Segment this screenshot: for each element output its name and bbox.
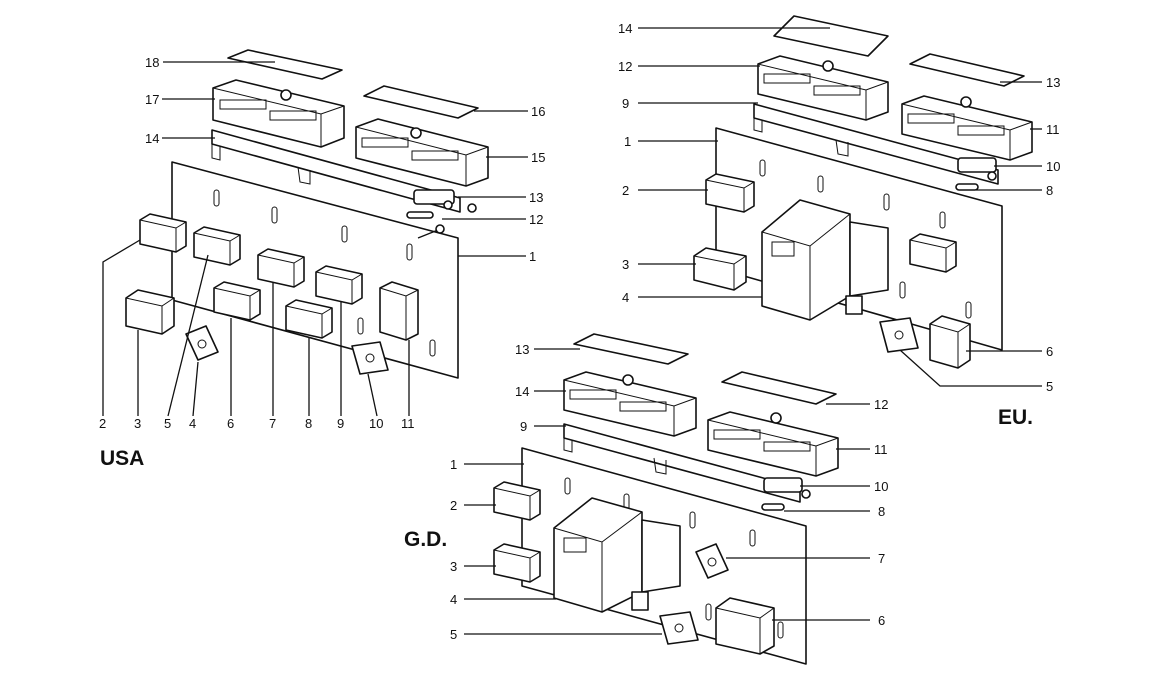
eu-callout-9: 9 [622,96,629,111]
eu-callout-6: 6 [1046,344,1053,359]
eu-fittings [955,157,997,191]
usa-callout-10: 10 [369,416,383,431]
eu-callout-5: 5 [1046,379,1053,394]
gd-callout-11: 11 [874,442,888,457]
usa-fittings [406,189,477,239]
eu-relays [693,173,971,369]
gd-relays [493,481,775,655]
usa-callout-18: 18 [145,55,159,70]
usa-callouts: 18 17 14 16 15 13 12 1 2 3 5 4 6 7 8 9 1… [99,55,545,431]
eu-callout-2: 2 [622,183,629,198]
gd-bracket [563,423,801,503]
usa-callout-4: 4 [189,416,196,431]
gd-callout-6: 6 [878,613,885,628]
region-label-eu: EU. [998,406,1033,429]
usa-fuse-box-15 [355,118,489,187]
usa-callout-14: 14 [145,131,159,146]
eu-fuse-cover-14 [773,15,889,57]
usa-callout-15: 15 [531,150,545,165]
gd-callout-13: 13 [515,342,529,357]
eu-fuse-box-12 [757,55,889,121]
gd-fuse-cover-12 [721,371,837,405]
usa-relays [125,213,419,375]
gd-fittings [761,477,811,511]
gd-callout-5: 5 [450,627,457,642]
usa-fuse-box-17 [212,79,345,148]
usa-assembly: 18 17 14 16 15 13 12 1 2 3 5 4 6 7 8 9 1… [99,49,545,470]
gd-callout-12: 12 [874,397,888,412]
eu-board-slots [759,159,972,319]
usa-callout-6: 6 [227,416,234,431]
gd-callout-4: 4 [450,592,457,607]
gd-fuse-box-14 [563,371,697,437]
usa-bracket [211,129,461,213]
gd-regulator [553,497,681,613]
eu-leader-lines [638,27,1042,387]
usa-callout-5: 5 [164,416,171,431]
usa-callout-2: 2 [99,416,106,431]
gd-fuse-box-11 [707,411,839,477]
eu-callout-8: 8 [1046,183,1053,198]
gd-callout-7: 7 [878,551,885,566]
gd-leader-lines [464,348,870,635]
usa-callout-1: 1 [529,249,536,264]
eu-callouts: 14 12 13 9 11 1 10 2 8 3 4 6 5 [618,21,1060,394]
usa-callout-3: 3 [134,416,141,431]
eu-callout-4: 4 [622,290,629,305]
gd-callout-1: 1 [450,457,457,472]
usa-callout-8: 8 [305,416,312,431]
gd-assembly: 13 14 12 9 11 1 10 2 8 7 3 4 6 5 G.D. [404,333,888,665]
eu-assembly: 14 12 13 9 11 1 10 2 8 3 4 6 5 EU. [618,15,1060,429]
usa-fuse-cover-18 [227,49,343,80]
gd-fuse-cover-13 [573,333,689,365]
usa-callout-11: 11 [401,416,415,431]
eu-callout-14: 14 [618,21,632,36]
usa-board-slots [213,189,436,357]
usa-callout-7: 7 [269,416,276,431]
gd-callout-14: 14 [515,384,529,399]
gd-callout-8: 8 [878,504,885,519]
gd-callout-3: 3 [450,559,457,574]
eu-bracket [753,103,999,185]
eu-callout-3: 3 [622,257,629,272]
usa-fuse-cover-16 [363,85,479,119]
eu-fuse-box-11 [901,95,1033,161]
gd-callouts: 13 14 12 9 11 1 10 2 8 7 3 4 6 5 [450,342,888,642]
eu-regulator [761,199,889,321]
gd-callout-10: 10 [874,479,888,494]
eu-callout-12: 12 [618,59,632,74]
usa-callout-12: 12 [529,212,543,227]
eu-callout-1: 1 [624,134,631,149]
usa-callout-17: 17 [145,92,159,107]
gd-callout-2: 2 [450,498,457,513]
region-label-usa: USA [100,447,144,470]
gd-callout-9: 9 [520,419,527,434]
eu-callout-11: 11 [1046,122,1060,137]
eu-callout-13: 13 [1046,75,1060,90]
region-label-gd: G.D. [404,528,447,551]
gd-board-slots [564,477,784,639]
usa-leader-lines [102,61,528,417]
usa-callout-13: 13 [529,190,543,205]
eu-fuse-cover-13 [909,53,1025,87]
usa-callout-16: 16 [531,104,545,119]
eu-callout-10: 10 [1046,159,1060,174]
usa-callout-9: 9 [337,416,344,431]
